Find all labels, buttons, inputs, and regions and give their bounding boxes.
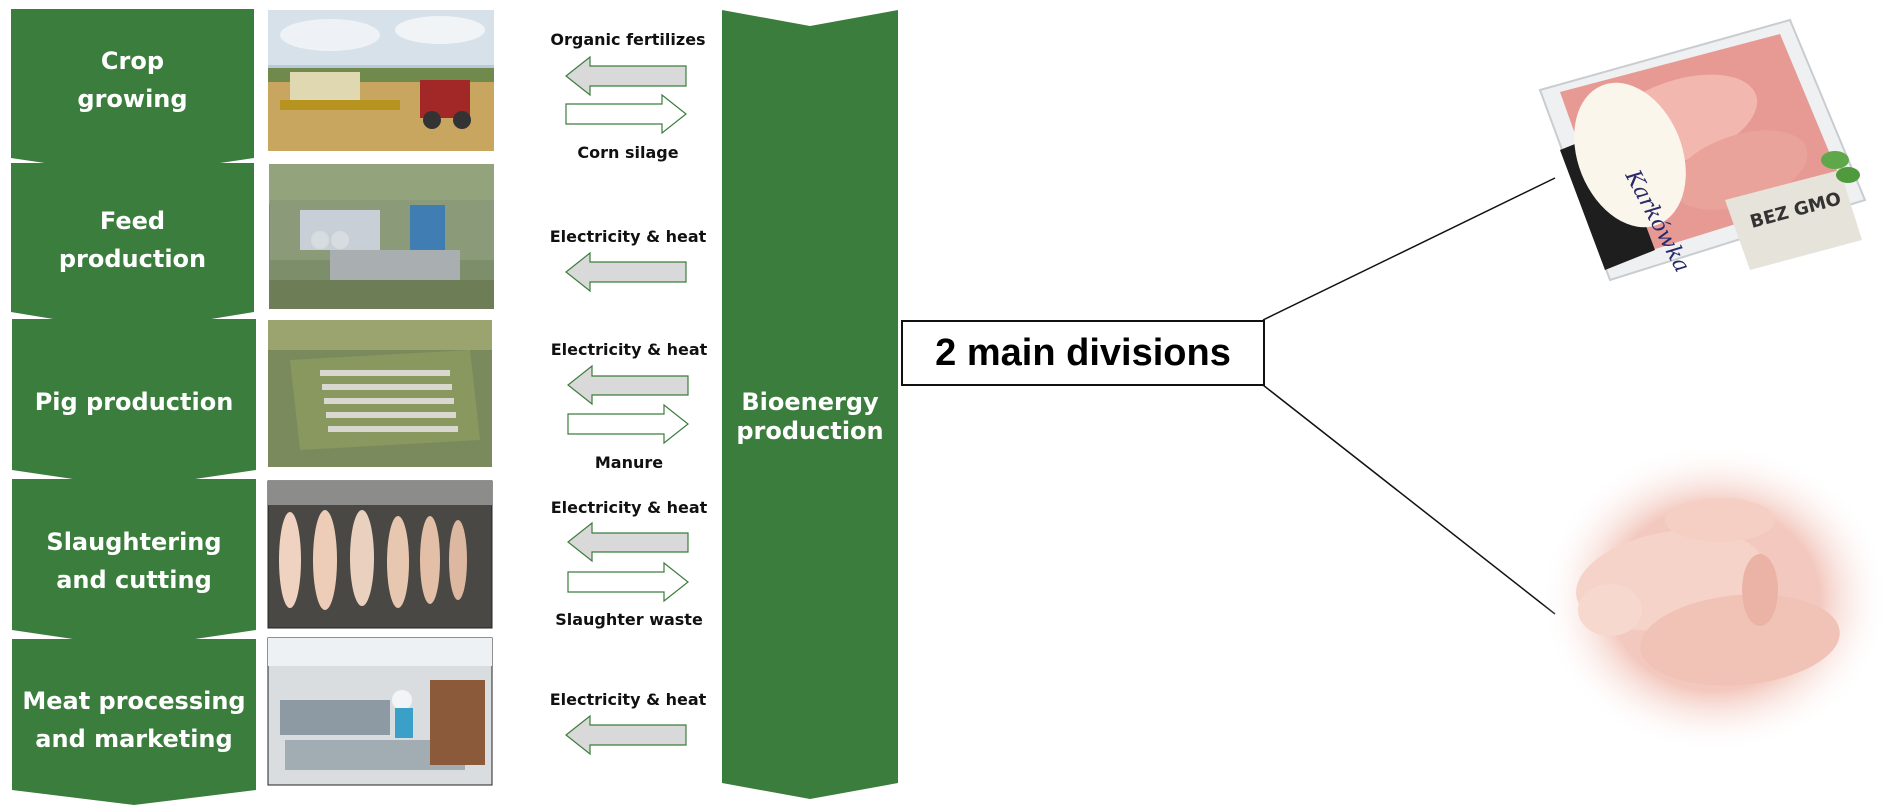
chevron-meat-processing [12,639,256,805]
connector-line-to-pigs [1262,384,1556,615]
arrow-left-electricity-slaughter [567,521,689,563]
meat-processing-photo [267,637,493,786]
stage-label-slaughtering: Slaughtering and cutting [46,528,222,594]
slaughtering-photo [267,480,493,629]
main-divisions-label: 2 main divisions [935,331,1231,374]
arrow-right-slaughter-waste [567,561,689,603]
chevron-pig-production [12,319,256,488]
feed-production-photo [269,164,494,309]
arrow-left-electricity-feed [565,251,687,293]
arrow-right-manure [567,403,689,445]
bioenergy-label: Bioenergy production [736,388,884,445]
flow-label-slaughter-waste: Slaughter waste [555,610,703,629]
stage-label-feed-production: Feed production [58,207,207,273]
main-divisions-box: 2 main divisions [901,320,1265,386]
stage-label-crop-growing: Crop growing [77,47,188,113]
connector-line-to-meat [1262,177,1556,321]
chevron-crop-growing [11,9,254,176]
arrow-left-electricity-meat [565,714,687,756]
flow-label-organic-fertilizes: Organic fertilizes [550,30,706,49]
flow-label-electricity-slaughter: Electricity & heat [550,498,708,517]
arrow-left-organic-fertilizes [565,55,687,97]
flow-label-manure: Manure [594,453,664,472]
chevron-feed-production [11,163,254,332]
flow-label-electricity-pig: Electricity & heat [550,340,708,359]
arrow-left-electricity-pig [567,364,689,406]
flow-label-electricity-meat: Electricity & heat [549,690,707,709]
stage-label-pig-production: Pig production [34,388,234,416]
flow-label-electricity-feed: Electricity & heat [549,227,707,246]
pig-production-photo [268,320,492,467]
crop-growing-photo [268,10,494,151]
arrow-right-corn-silage [565,93,687,135]
flow-label-corn-silage: Corn silage [577,143,679,162]
piglets-picture [1540,443,1890,753]
stage-label-meat-processing: Meat processing and marketing [22,687,246,753]
bioenergy-column [722,10,898,799]
meat-package-picture: Karkówka BEZ GMO [1538,18,1867,282]
chevron-slaughtering [12,479,256,648]
